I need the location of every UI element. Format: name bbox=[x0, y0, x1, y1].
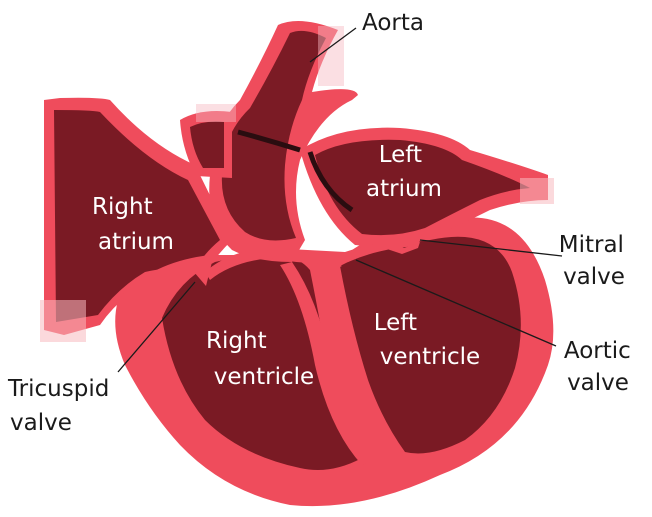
right-ventricle-label-line1: Right bbox=[206, 328, 267, 354]
mitral-valve-label-line1: Mitral bbox=[559, 232, 624, 258]
tricuspid-valve-label-line2: valve bbox=[10, 410, 72, 436]
right-atrium-label-line2: atrium bbox=[98, 229, 174, 255]
left-atrium-label-line1: Left bbox=[379, 142, 422, 168]
right-ventricle-label-line2: ventricle bbox=[214, 364, 314, 390]
tricuspid-valve-label-line1: Tricuspid bbox=[7, 376, 109, 402]
mitral-valve-label-line2: valve bbox=[563, 264, 625, 290]
mitral-valve-label: Mitral valve bbox=[559, 232, 632, 290]
aorta-label: Aorta bbox=[362, 10, 424, 36]
left-ventricle-label-line2: ventricle bbox=[380, 344, 480, 370]
aortic-valve-label-line1: Aortic bbox=[564, 338, 631, 364]
left-ventricle-label-line1: Left bbox=[374, 310, 417, 336]
aortic-valve-label: Aortic valve bbox=[564, 338, 638, 396]
aortic-valve-label-line2: valve bbox=[567, 370, 629, 396]
left-atrium-label-line2: atrium bbox=[366, 176, 442, 202]
tricuspid-valve-label: Tricuspid valve bbox=[7, 376, 117, 436]
right-atrium-label-line1: Right bbox=[92, 194, 153, 220]
